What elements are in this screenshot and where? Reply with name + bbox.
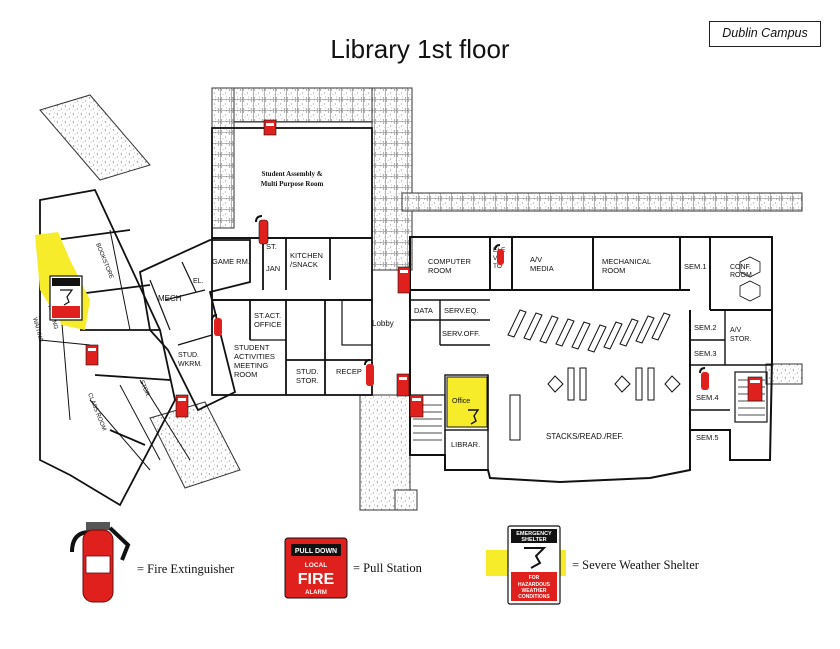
room-label-student-act-2: ACTIVITIES	[234, 352, 275, 361]
fire-extinguisher-icon	[211, 314, 222, 336]
room-label-st-act-2: OFFICE	[254, 320, 282, 329]
legend-pull-station-icon: PULL DOWN LOCAL FIRE ALARM	[284, 537, 348, 599]
student-wing	[138, 239, 251, 412]
legend-label-shelter: = Severe Weather Shelter	[572, 558, 699, 572]
pull-station-local-text: LOCAL	[305, 562, 327, 569]
stacks-shelving	[507, 309, 681, 441]
room-label-librar: LIBRAR.	[451, 440, 480, 449]
room-label-av-media-2: MEDIA	[530, 264, 554, 273]
shelter-sign-bottom-2: HAZARDOUS	[518, 582, 551, 588]
pull-station-icon	[409, 394, 424, 418]
room-label-av-media-1: A/V	[530, 255, 542, 264]
pull-station-fire-text: FIRE	[298, 571, 335, 588]
room-label-jan: JAN	[266, 264, 280, 273]
weather-shelter-icon	[49, 275, 83, 321]
room-label-student-act-4: ROOM	[234, 370, 257, 379]
pull-station-icon	[263, 119, 277, 136]
room-label-student-act-3: MEETING	[234, 361, 268, 370]
room-label-kitchen-1: KITCHEN	[290, 251, 323, 260]
room-label-stud-wkrm-1: STUD.	[178, 352, 199, 359]
pull-station-icon	[397, 266, 411, 294]
conference-tables	[739, 256, 761, 302]
room-label-sem3: SEM.3	[694, 349, 717, 358]
fire-extinguisher-icon	[699, 367, 709, 390]
room-label-serv-off: SERV.OFF.	[442, 329, 480, 338]
room-label-elev-2: V.	[493, 255, 499, 262]
room-label-lobby: Lobby	[372, 319, 394, 328]
room-label-av-stor-1: A/V	[730, 327, 742, 334]
fire-extinguisher-icon	[494, 244, 504, 265]
room-label-bookstore: BOOKSTORE	[94, 243, 114, 280]
room-label-computer-2: ROOM	[428, 266, 451, 275]
room-label-mech: MECH	[158, 294, 182, 303]
room-label-stud-stor-1: STUD.	[296, 367, 319, 376]
pull-station-icon	[747, 376, 763, 402]
room-label-mechanical-1: MECHANICAL	[602, 257, 651, 266]
tornado-icon	[524, 547, 547, 569]
room-label-waiting-2: WAITING	[31, 317, 43, 343]
room-label-elev-3: TO	[493, 263, 502, 270]
pull-station-alarm-text: ALARM	[305, 590, 327, 596]
shelter-sign-bottom-3: WEATHER	[522, 588, 547, 594]
legend-fire-extinguisher-icon	[70, 522, 131, 603]
room-label-st: ST.	[266, 242, 277, 251]
pull-station-icon	[396, 373, 410, 397]
room-label-assembly-2: Multi Purpose Room	[261, 180, 324, 188]
fire-extinguisher-icon	[364, 359, 374, 386]
room-label-kitchen-2: /SNACK	[290, 260, 318, 269]
room-label-sem4: SEM.4	[696, 393, 719, 402]
room-label-student-act-1: STUDENT	[234, 343, 270, 352]
library-building	[409, 236, 773, 484]
pull-station-top-text: PULL DOWN	[295, 548, 337, 555]
campus-label: Dublin Campus	[709, 21, 821, 47]
room-label-data: DATA	[414, 306, 433, 315]
room-label-sem5: SEM.5	[696, 433, 719, 442]
room-label-mechanical-2: ROOM	[602, 266, 625, 275]
shelter-sign-bottom-1: FOR	[529, 575, 540, 581]
room-label-stud-stor-2: STOR.	[296, 376, 319, 385]
shelter-zone-office	[446, 376, 488, 428]
room-label-assembly-1: Student Assembly &	[261, 170, 322, 178]
shelter-sign-top-2: SHELTER	[521, 537, 546, 543]
room-label-office: Office	[452, 398, 470, 405]
student-center	[211, 127, 373, 396]
legend-weather-shelter-icon: EMERGENCY SHELTER FOR HAZARDOUS WEATHER …	[486, 525, 566, 605]
room-label-stud-wkrm-2: WKRM.	[178, 361, 202, 368]
walkways	[39, 87, 803, 511]
room-label-el-west: EL.	[193, 278, 204, 285]
tornado-icon-office	[468, 409, 480, 425]
west-wing	[39, 188, 191, 507]
room-label-game-rm: GAME RM.	[212, 257, 250, 266]
pull-station-icon	[175, 394, 189, 418]
room-label-st-act-1: ST.ACT.	[254, 311, 281, 320]
legend-label-pull-station: = Pull Station	[353, 561, 422, 575]
shelter-sign-bottom-4: CONDITIONS	[518, 594, 550, 600]
room-label-conf-1: CONF.	[730, 264, 751, 271]
room-label-sem1: SEM.1	[684, 262, 707, 271]
room-label-computer-1: COMPUTER	[428, 257, 472, 266]
fire-extinguisher-icon	[255, 215, 269, 245]
pull-station-icon	[85, 344, 99, 366]
room-label-sem2: SEM.2	[694, 323, 717, 332]
room-label-conf-2: ROOM	[730, 272, 752, 279]
room-label-recep: RECEP	[336, 367, 362, 376]
room-label-class-room: CLASS ROOM	[86, 393, 107, 432]
room-label-stacks: STACKS/READ./REF.	[546, 432, 624, 441]
room-label-serv-eq: SERV.EQ.	[444, 306, 479, 315]
room-label-stor: STOR.	[138, 380, 151, 399]
legend-label-extinguisher: = Fire Extinguisher	[137, 562, 235, 576]
shelter-sign-top-1: EMERGENCY	[516, 531, 552, 537]
page-title: Library 1st floor	[330, 34, 510, 64]
room-label-av-stor-2: STOR.	[730, 336, 751, 343]
